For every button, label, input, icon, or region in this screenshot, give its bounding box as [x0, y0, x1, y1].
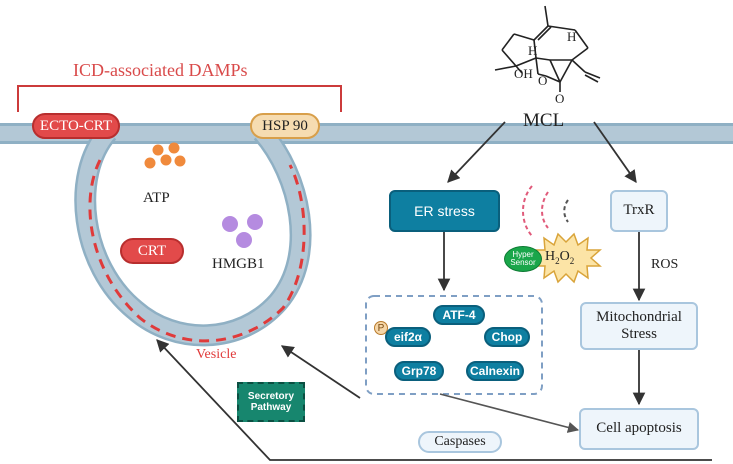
trxr-box: TrxR — [610, 190, 668, 232]
vesicle-membrane — [74, 124, 312, 347]
h2o2-burst — [530, 232, 602, 284]
er-protein-box — [365, 295, 543, 395]
h2o2-o: O — [559, 249, 570, 264]
er-stress-box: ER stress — [389, 190, 500, 232]
damps-bracket — [17, 85, 342, 112]
secretory-pathway-box: Secretory Pathway — [237, 382, 305, 422]
h2o2-h: H — [545, 249, 556, 264]
h2o2-label: H2O2 — [545, 250, 574, 266]
atom-o-ring: O — [538, 73, 548, 88]
atom-o-carbonyl: O — [555, 91, 565, 106]
arrow-er-to-apoptosis — [439, 393, 580, 433]
hmgb1-molecules — [222, 214, 263, 248]
caspases-pill: Caspases — [418, 431, 502, 453]
mcl-label: MCL — [523, 110, 565, 131]
mcl-structure — [494, 5, 601, 92]
chop-pill: Chop — [484, 327, 530, 347]
secretory-line2: Pathway — [250, 402, 292, 413]
calnexin-pill: Calnexin — [466, 361, 524, 381]
h2o2-signal-waves — [522, 185, 569, 237]
mitochondrial-stress-box: Mitochondrial Stress — [580, 302, 698, 350]
arrow-mcl-to-er — [447, 121, 506, 183]
atp-molecules — [144, 142, 186, 169]
hmgb1-label: HMGB1 — [212, 256, 265, 272]
atf4-pill: ATF-4 — [433, 305, 485, 325]
hyper-sensor-line2: Sensor — [510, 258, 536, 267]
mito-line2: Stress — [621, 326, 657, 342]
plasma-membrane — [0, 123, 733, 144]
grp78-pill: Grp78 — [394, 361, 444, 381]
crt-pill: CRT — [120, 238, 184, 264]
atom-h-top: H — [567, 29, 577, 44]
damps-title: ICD-associated DAMPs — [73, 60, 248, 80]
secretory-line1: Secretory — [247, 390, 295, 402]
atom-h-mid: H — [528, 43, 538, 58]
atp-label: ATP — [143, 190, 170, 206]
ecto-crt-pill: ECTO-CRT — [32, 113, 120, 139]
arrow-mcl-to-trxr — [593, 121, 637, 184]
vesicle-label: Vesicle — [196, 347, 237, 362]
atom-oh: OH — [514, 66, 533, 81]
cell-apoptosis-box: Cell apoptosis — [579, 408, 699, 450]
mito-line1: Mitochondrial — [596, 308, 682, 325]
hyper-sensor-line1: Hyper — [512, 250, 534, 259]
hyper-sensor-badge: Hyper Sensor — [504, 246, 542, 272]
eif2a-pill: eif2α — [385, 327, 431, 347]
h2o2-sub-b: 2 — [569, 255, 575, 266]
h2o2-sub-a: 2 — [555, 255, 560, 266]
arrow-secretory-to-vesicle — [280, 345, 361, 399]
phospho-badge: P — [374, 321, 388, 335]
hsp90-pill: HSP 90 — [250, 113, 320, 139]
ros-label: ROS — [651, 257, 679, 272]
arrow-return-to-vesicle — [156, 339, 712, 461]
